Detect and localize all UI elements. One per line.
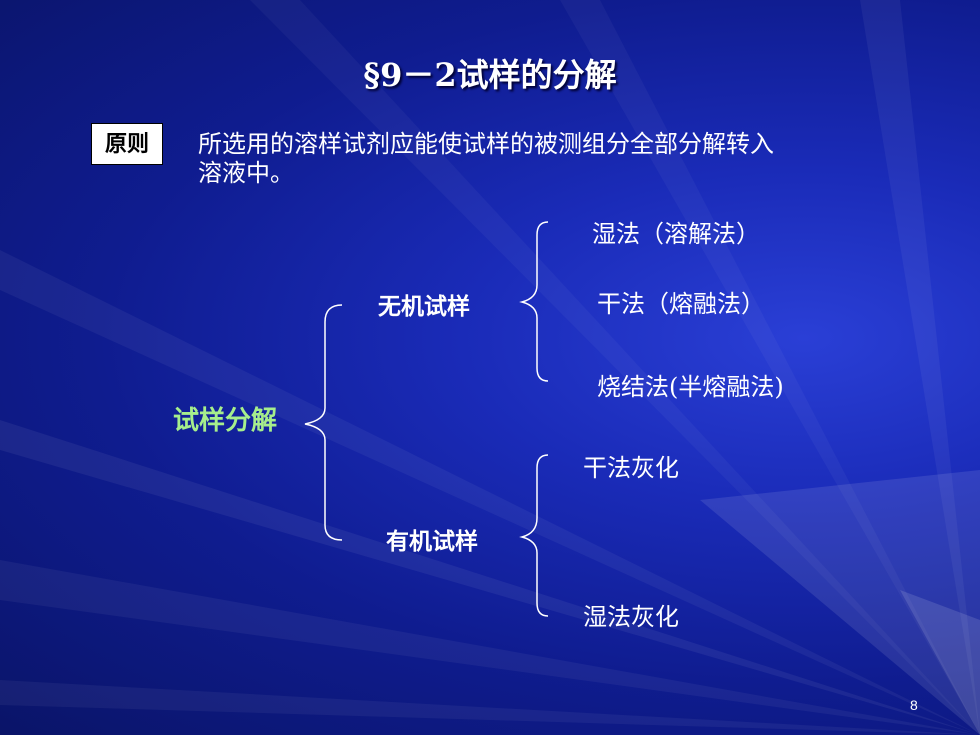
principle-label: 原则 <box>91 123 163 165</box>
root-brace <box>304 304 343 541</box>
slide-title: §9－2试样的分解 <box>363 56 617 94</box>
organic-brace <box>519 454 549 617</box>
tree-root-label: 试样分解 <box>173 406 278 436</box>
principle-line-1: 所选用的溶样试剂应能使试样的被测组分全部分解转入 <box>198 130 774 158</box>
principle-text: 所选用的溶样试剂应能使试样的被测组分全部分解转入 溶液中。 <box>198 130 774 188</box>
method-sintering: 烧结法(半熔融法) <box>597 373 784 401</box>
organic-sample-label: 有机试样 <box>386 529 478 555</box>
method-dry-ashing: 干法灰化 <box>583 454 679 482</box>
method-wet-dissolution: 湿法（溶解法） <box>592 220 760 248</box>
method-wet-ashing: 湿法灰化 <box>583 603 679 631</box>
inorganic-sample-label: 无机试样 <box>378 294 470 320</box>
method-dry-fusion: 干法（熔融法） <box>597 290 765 318</box>
page-number: 8 <box>910 697 918 713</box>
principle-line-2: 溶液中。 <box>198 159 294 187</box>
inorganic-brace <box>519 221 549 382</box>
